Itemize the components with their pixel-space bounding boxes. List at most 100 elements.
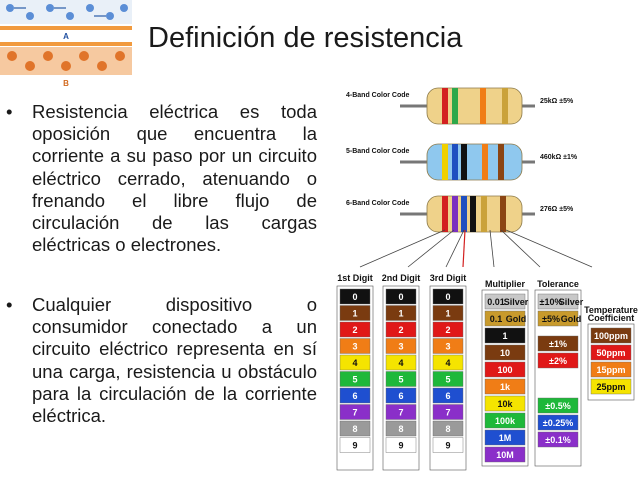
digit-cell: [432, 387, 464, 404]
tempco-header-line1: Temperature: [584, 305, 638, 315]
connector-line: [462, 229, 466, 268]
tolerance-cell: [537, 293, 579, 310]
tempco-cell-text: 50ppm: [596, 348, 625, 358]
multiplier-cell: [484, 446, 526, 463]
connector-line: [500, 229, 541, 268]
color-band: [461, 144, 467, 180]
digit-cell-text: 6: [352, 391, 357, 401]
digit-cell: [339, 371, 371, 387]
resistor-label: 6-Band Color Code: [346, 200, 409, 207]
tolerance-cell: [537, 431, 579, 448]
multiplier-cell-text: 10k: [497, 399, 513, 409]
tolerance-cell-text: ±2%: [549, 356, 567, 366]
digit-cell: [432, 371, 464, 387]
digit-cell-text: 5: [398, 375, 403, 385]
tolerance-cell-text: ±5%: [542, 314, 560, 324]
color-band: [470, 196, 476, 232]
digit-cell: [339, 321, 371, 338]
digit-cell: [385, 354, 417, 371]
tolerance-cell-text: ±0.25%: [543, 418, 573, 428]
digit-cell: [432, 354, 464, 371]
color-band: [482, 144, 488, 180]
resistor-label: 5-Band Color Code: [346, 148, 409, 155]
tolerance-cell-text: ±0.1%: [545, 435, 570, 445]
tempco-cell-text: 25ppm: [596, 382, 625, 392]
digit-cell: [339, 288, 371, 305]
color-band: [500, 196, 506, 232]
multiplier-cell-text: 100k: [495, 416, 516, 426]
digit-cell-text: 2: [398, 325, 403, 335]
digit-cell: [432, 404, 464, 420]
multiplier-cell-text: 1: [502, 331, 507, 341]
crystal-lattice-illustration: A B: [0, 0, 132, 88]
digit-cell-text: 1: [352, 309, 357, 319]
tempco-cell-text: 100ppm: [594, 331, 628, 341]
slide-title: Definición de resistencia: [148, 22, 463, 54]
color-band: [502, 88, 508, 124]
digit-cell-text: 1: [398, 309, 403, 319]
lattice-a-electrons: [6, 4, 128, 20]
multiplier-cell: [484, 378, 526, 395]
multiplier-header: Multiplier: [485, 279, 525, 289]
multiplier-cell-text: 10M: [496, 450, 514, 460]
digit-cell-text: 0: [352, 292, 357, 302]
digit-cell-text: 5: [445, 375, 450, 385]
tempco-cell: [590, 378, 632, 395]
digit-cell: [339, 354, 371, 371]
color-band: [498, 144, 504, 180]
digit-cell-text: 8: [352, 424, 357, 434]
resistor-value: 276Ω ±5%: [540, 206, 574, 213]
digit-cell: [432, 305, 464, 321]
bullet-dot: •: [6, 294, 13, 315]
bullet-text-1: Resistencia eléctrica es toda oposición …: [32, 101, 317, 256]
tolerance-cell: [537, 352, 579, 369]
digit-cell: [339, 387, 371, 404]
digit-cell-text: 4: [445, 358, 450, 368]
digit-cell-text: 6: [398, 391, 403, 401]
multiplier-cell: [484, 293, 526, 310]
digit-cell-text: 7: [398, 408, 403, 418]
connector-line: [445, 229, 465, 268]
tempco-header-line2: Coefficient: [588, 313, 635, 323]
lattice-label-a: A: [63, 32, 69, 41]
digit-cell: [385, 437, 417, 453]
digit-cell-text: 5: [352, 375, 357, 385]
resistor-value: 25kΩ ±5%: [540, 98, 574, 105]
digit-cell: [339, 404, 371, 420]
digit-cell-text: 8: [445, 424, 450, 434]
connector-line: [489, 229, 495, 268]
digit-cell: [432, 437, 464, 453]
digit-column-header: 2nd Digit: [382, 273, 421, 283]
color-band: [461, 196, 467, 232]
digit-cell: [385, 338, 417, 354]
digit-cell-text: 0: [445, 292, 450, 302]
digit-cell: [385, 288, 417, 305]
digit-column-header: 1st Digit: [337, 273, 373, 283]
digit-cell-text: 4: [352, 358, 357, 368]
multiplier-cell-text: 0.01: [487, 297, 505, 307]
digit-cell-text: 9: [445, 441, 450, 451]
tolerance-cell-suffix: Gold: [561, 314, 582, 324]
color-band: [442, 196, 448, 232]
multiplier-cell-suffix: Gold: [506, 314, 527, 324]
tolerance-cell-text: ±0.5%: [545, 401, 570, 411]
tolerance-header: Tolerance: [537, 279, 579, 289]
tolerance-cell: [537, 397, 579, 414]
bullet-dot: •: [6, 101, 13, 122]
tempco-cell-text: 15ppm: [596, 365, 625, 375]
digit-cell-text: 7: [445, 408, 450, 418]
digit-cell-text: 1: [445, 309, 450, 319]
color-band: [452, 88, 458, 124]
digit-cell: [385, 321, 417, 338]
connector-line: [359, 229, 446, 268]
tolerance-cell-text: ±10%: [540, 297, 563, 307]
tolerance-cell-suffix: Silver: [559, 297, 584, 307]
digit-cell: [432, 288, 464, 305]
multiplier-cell-text: 0.1: [490, 314, 503, 324]
multiplier-cell-suffix: Silver: [504, 297, 529, 307]
digit-cell-text: 8: [398, 424, 403, 434]
digit-cell-text: 3: [352, 342, 357, 352]
digit-cell-text: 3: [445, 342, 450, 352]
